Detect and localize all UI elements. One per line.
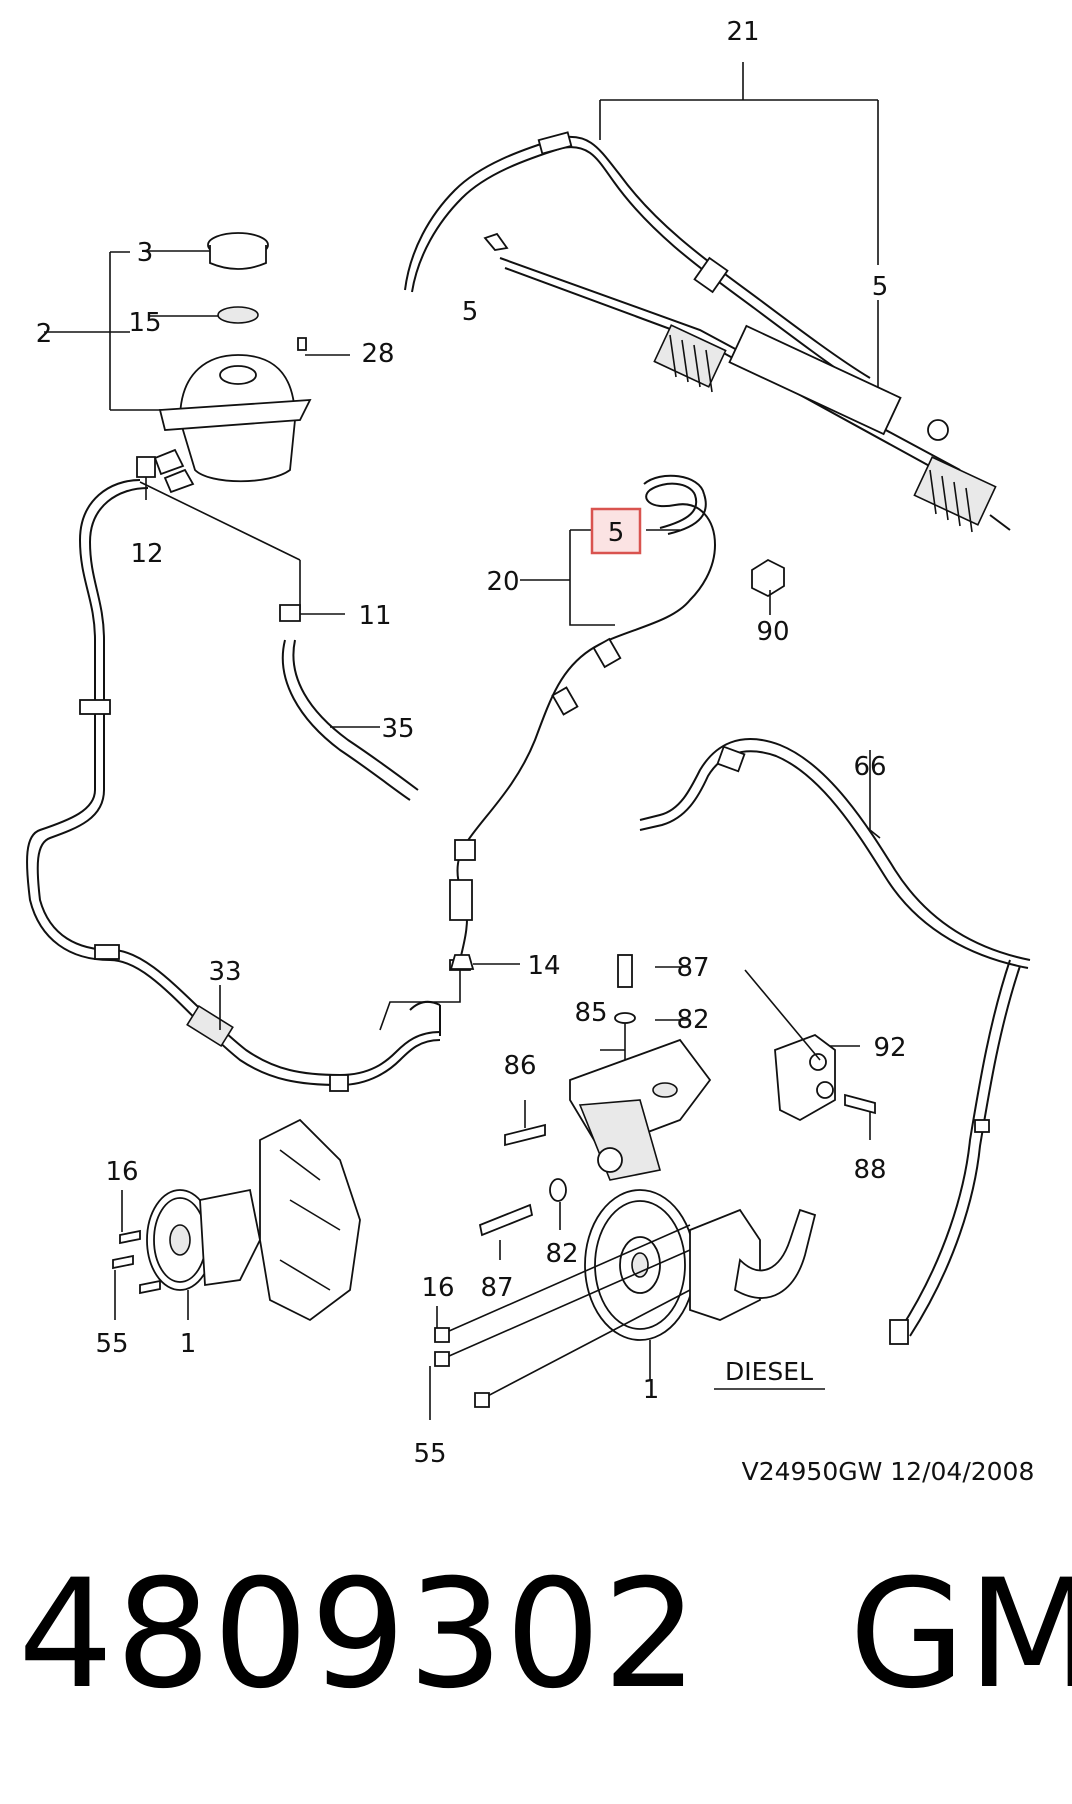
part-number-label: 4809302 GM bbox=[18, 1548, 1072, 1722]
clamp-14 bbox=[449, 954, 475, 970]
callout-2[interactable]: 2 bbox=[36, 319, 53, 349]
clip-90 bbox=[751, 558, 785, 615]
bolt-87 bbox=[617, 954, 633, 988]
callout-1-right[interactable]: 1 bbox=[643, 1375, 660, 1405]
pump-bolts-diesel bbox=[434, 1327, 490, 1408]
callout-88[interactable]: 88 bbox=[853, 1155, 886, 1185]
pressure-hose-20 bbox=[379, 474, 717, 1031]
clamp-12 bbox=[136, 456, 156, 478]
callout-35[interactable]: 35 bbox=[381, 714, 414, 744]
callout-82-top[interactable]: 82 bbox=[676, 1005, 709, 1035]
highlighted-part-5[interactable] bbox=[590, 507, 642, 555]
callout-87-bottom[interactable]: 87 bbox=[480, 1273, 513, 1303]
pump-diesel bbox=[429, 1189, 825, 1420]
callout-55-left[interactable]: 55 bbox=[95, 1329, 128, 1359]
callout-5-top[interactable]: 5 bbox=[462, 297, 479, 327]
callout-15[interactable]: 15 bbox=[128, 308, 161, 338]
bolt-88 bbox=[844, 1093, 876, 1115]
callout-16-left[interactable]: 16 bbox=[105, 1157, 138, 1187]
callout-1-left[interactable]: 1 bbox=[180, 1329, 197, 1359]
callout-11[interactable]: 11 bbox=[358, 601, 391, 631]
callout-labels: 21 5 5 5 3 15 2 28 12 11 35 20 90 66 14 … bbox=[36, 17, 907, 1469]
callout-85[interactable]: 85 bbox=[574, 998, 607, 1028]
callout-82-bottom[interactable]: 82 bbox=[545, 1239, 578, 1269]
callout-12[interactable]: 12 bbox=[130, 539, 163, 569]
callout-5-highlighted[interactable]: 5 bbox=[608, 518, 625, 548]
callout-66[interactable]: 66 bbox=[853, 752, 886, 782]
callout-90[interactable]: 90 bbox=[756, 617, 789, 647]
callout-92[interactable]: 92 bbox=[873, 1033, 906, 1063]
rack-boot-left bbox=[653, 324, 727, 388]
bolt-87-lower bbox=[478, 1203, 534, 1237]
pump-bracket-group bbox=[478, 954, 876, 1260]
callout-3[interactable]: 3 bbox=[137, 238, 154, 268]
bracket-21 bbox=[599, 62, 879, 390]
bolt-86 bbox=[504, 1123, 546, 1147]
callout-21[interactable]: 21 bbox=[726, 17, 759, 47]
steering-rack bbox=[404, 131, 1011, 533]
drawing-id-label: V24950GW 12/04/2008 bbox=[742, 1457, 1035, 1486]
callout-87-top[interactable]: 87 bbox=[676, 953, 709, 983]
return-hose-assembly bbox=[26, 456, 441, 1092]
callout-20[interactable]: 20 bbox=[486, 567, 519, 597]
callout-33[interactable]: 33 bbox=[208, 957, 241, 987]
hose-66 bbox=[639, 738, 1031, 1345]
rack-housing bbox=[728, 324, 902, 436]
clamp-11 bbox=[279, 604, 301, 622]
callout-55-right[interactable]: 55 bbox=[413, 1439, 446, 1469]
parts-diagram: 21 5 5 5 3 15 2 28 12 11 35 20 90 66 14 … bbox=[26, 17, 1035, 1486]
callout-16-right[interactable]: 16 bbox=[421, 1273, 454, 1303]
callout-28[interactable]: 28 bbox=[361, 339, 394, 369]
bracket-92 bbox=[774, 1033, 836, 1122]
hose-fitting bbox=[537, 131, 573, 155]
engine-variant-label: DIESEL bbox=[725, 1357, 813, 1386]
reservoir-seal bbox=[217, 306, 259, 324]
callout-14[interactable]: 14 bbox=[527, 951, 560, 981]
reservoir-assembly bbox=[44, 232, 350, 494]
pump-mount-bracket bbox=[259, 1118, 361, 1322]
pump-bolts-petrol bbox=[112, 1229, 161, 1295]
callout-86[interactable]: 86 bbox=[503, 1051, 536, 1081]
pump-petrol bbox=[112, 1118, 361, 1322]
callout-5-rack[interactable]: 5 bbox=[872, 272, 889, 302]
